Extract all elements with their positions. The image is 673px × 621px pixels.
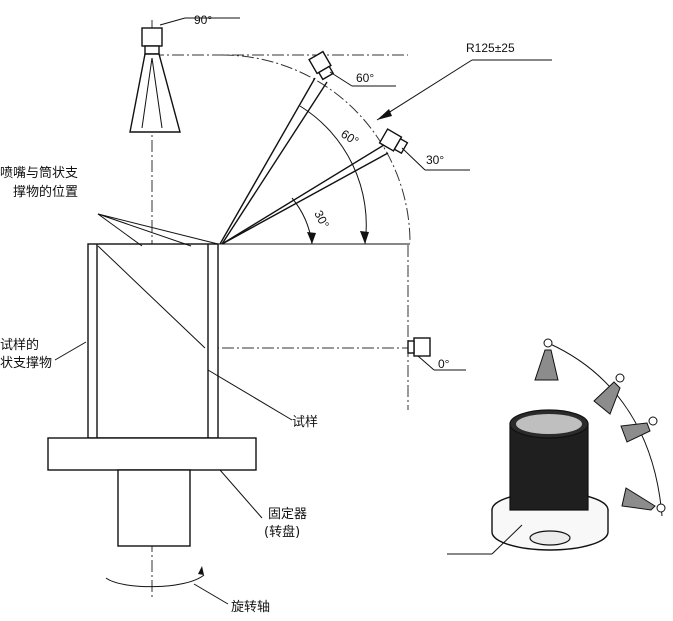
three-d-nozzle-top (534, 338, 559, 381)
angle-arc-60-arrow (360, 231, 369, 244)
specimen-body (87, 243, 219, 439)
three-d-arc (547, 342, 663, 517)
three-d-turntable-side (491, 510, 609, 551)
radius-arrow (377, 109, 392, 120)
rotation-arrow-arc (105, 574, 205, 588)
angle-arc-30 (291, 197, 313, 245)
specimen-diagonal (97, 245, 206, 349)
three-d-pointer-2 (491, 524, 523, 555)
fixture-label-line2: (转盘) (264, 524, 300, 540)
three-d-nozzle-upper-right (593, 373, 625, 415)
three-d-nozzle-middle-right (620, 416, 658, 443)
radius-arc (221, 54, 411, 244)
nozzle-position-leader-2 (97, 213, 143, 247)
nozzle-60-leader (329, 71, 353, 87)
turntable-hub (117, 469, 191, 547)
nozzle-0-leader (417, 355, 435, 371)
specimen-leader (207, 369, 293, 421)
nozzle-30 (378, 128, 409, 155)
support-label-line1: 试样的 (0, 337, 39, 353)
angle-label-0: 0° (438, 357, 450, 371)
angle-label-30: 30° (426, 153, 444, 167)
nozzle-30-beam-upper (221, 144, 385, 245)
nozzle-position-label-line1: 喷嘴与筒状支 (0, 165, 78, 181)
rotation-arrow-head (198, 566, 204, 575)
support-label-line2: 状支撑物 (0, 356, 52, 371)
three-d-cylinder-top-highlight (516, 414, 582, 434)
angle-label-90: 90° (194, 13, 212, 27)
nozzle-30-leader (401, 147, 426, 171)
nozzle-60-beam-right (221, 81, 328, 245)
angle-label-60: 60° (356, 71, 374, 85)
specimen-label: 试样 (292, 415, 318, 430)
rotation-axis-leader (193, 583, 229, 605)
nozzle-position-leader-3 (97, 213, 192, 247)
radius-label: R125±25 (466, 41, 515, 55)
three-d-turntable-hub (529, 530, 571, 546)
nozzle-60 (308, 50, 335, 81)
three-d-illustration (447, 338, 666, 555)
nozzle-60-beam-left (219, 77, 316, 245)
turntable-plate (47, 437, 257, 471)
top-nozzle (129, 27, 181, 133)
nozzle-position-leader-1 (97, 213, 219, 245)
top-nozzle-leader (159, 17, 186, 26)
fixture-label-line1: 固定器 (268, 507, 307, 522)
nozzle-30-beam-lower (221, 152, 389, 245)
fixture-leader (219, 469, 263, 519)
rotation-axis-label: 旋转轴 (231, 600, 270, 615)
three-d-nozzle-lower-right (621, 487, 666, 513)
angle-arc-30-arrow (307, 232, 316, 244)
radius-leader (376, 59, 473, 121)
angle-arc-60 (299, 105, 367, 245)
nozzle-position-label-line2: 撑物的位置 (13, 184, 78, 200)
nozzle-0 (407, 337, 431, 357)
support-leader (54, 341, 87, 361)
arc-label-30: 30° (311, 208, 332, 231)
